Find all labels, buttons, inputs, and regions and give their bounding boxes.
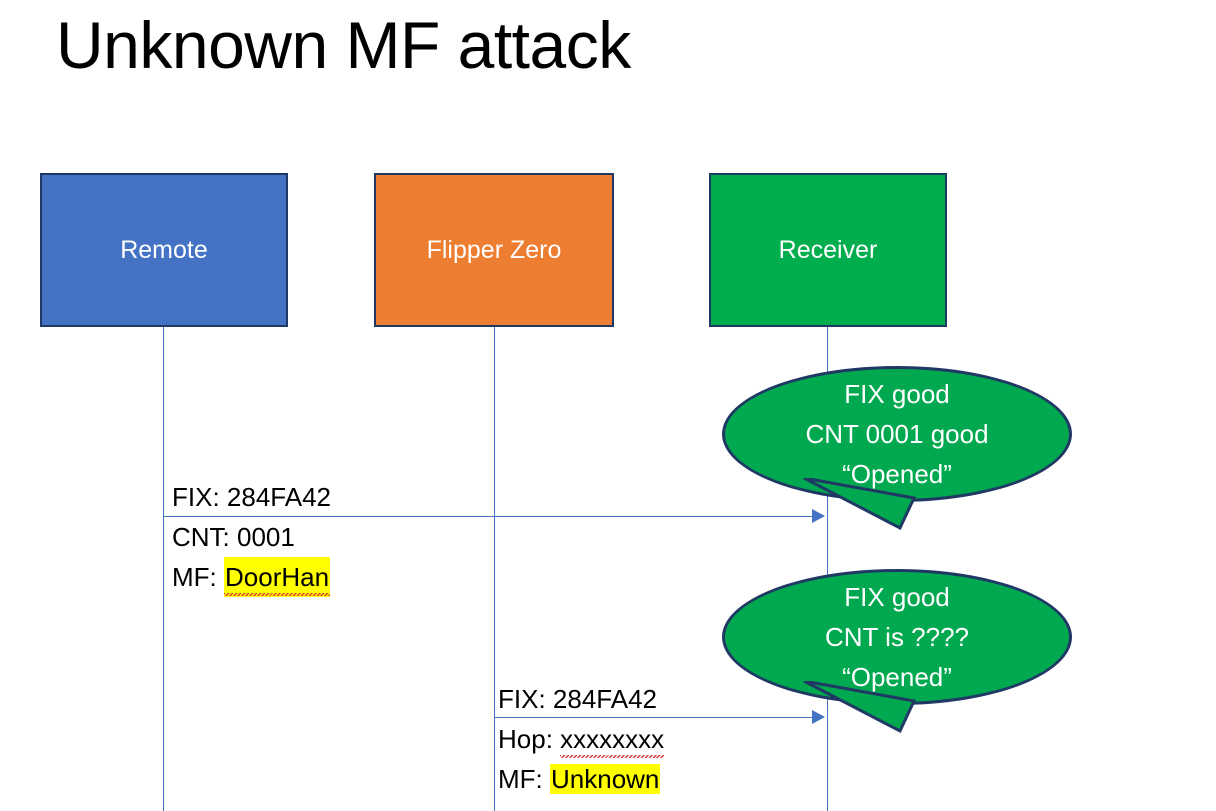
message-1-line-cnt: CNT: 0001 [172,517,331,557]
actor-box-remote[interactable]: Remote [40,173,288,327]
lifeline-receiver [827,327,828,811]
speech-bubble-body-second: FIX good CNT is ???? “Opened” [722,569,1072,705]
message-arrowhead-remote-to-receiver [812,509,825,523]
bubble-1-line-3: “Opened” [842,459,952,489]
message-1-mf-value-highlighted: DoorHan [224,557,331,597]
message-1-mf-key: MF: [172,562,224,592]
lifeline-flipper-zero [494,327,495,811]
actor-box-flipper-zero[interactable]: Flipper Zero [374,173,614,327]
bubble-2-line-1: FIX good [844,582,950,612]
message-arrow-line-flipper-to-receiver [494,717,814,718]
message-arrow-line-remote-to-receiver [163,516,814,517]
message-1-line-fix: FIX: 284FA42 [172,477,331,517]
speech-bubble-tail-icon-second [803,681,917,734]
bubble-2-line-3: “Opened” [842,662,952,692]
message-2-line-mf: MF: Unknown [498,759,664,799]
message-2-hop-value: xxxxxxxx [560,719,665,759]
message-2-hop-key: Hop: [498,724,561,754]
actor-box-receiver[interactable]: Receiver [709,173,947,327]
page-title: Unknown MF attack [56,8,631,82]
message-arrowhead-flipper-to-receiver [812,710,825,724]
bubble-2-line-2: CNT is ???? [824,622,970,652]
actor-label-receiver: Receiver [778,235,878,264]
message-2-line-fix: FIX: 284FA42 [498,679,664,719]
message-1-cnt-key: CNT: [172,522,237,552]
message-1-line-mf: MF: DoorHan [172,557,331,597]
message-2-mf-value-highlighted: Unknown [550,764,661,794]
message-2-fix-text: FIX: 284FA42 [498,684,657,714]
message-2-line-hop: Hop: xxxxxxxx [498,719,665,759]
bubble-1-line-1: FIX good [844,379,950,409]
speech-bubble-tail-icon-first [803,478,917,531]
actor-label-flipper-zero: Flipper Zero [426,235,562,264]
actor-label-remote: Remote [120,235,208,264]
message-labels-flipper-to-receiver: FIX: 284FA42 Hop: xxxxxxxx MF: Unknown [498,679,665,799]
lifeline-remote [163,327,164,811]
message-1-fix-text: FIX: 284FA42 [172,482,331,512]
bubble-1-line-2: CNT 0001 good [805,419,989,449]
message-labels-remote-to-receiver: FIX: 284FA42 CNT: 0001 MF: DoorHan [172,477,331,597]
message-2-mf-key: MF: [498,764,550,794]
message-1-cnt-value: 0001 [237,522,295,552]
